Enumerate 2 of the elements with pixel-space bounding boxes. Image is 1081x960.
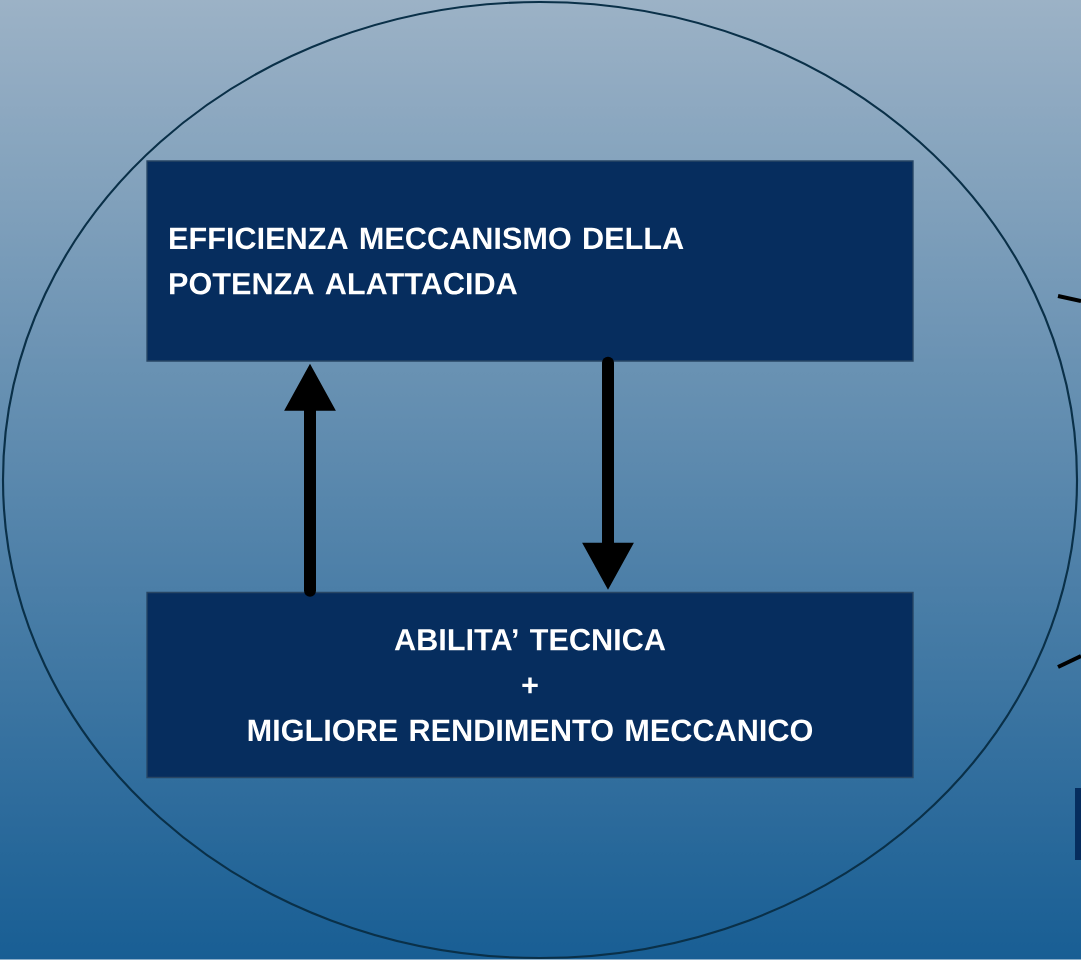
text-box: EFFICIENZA MECCANISMO DELLA POTENZA ALATTACIDA — [146, 160, 914, 362]
text-box: ABILITA’ TECNICA + MIGLIORE RENDIMENTO MECCANICO — [146, 591, 914, 779]
